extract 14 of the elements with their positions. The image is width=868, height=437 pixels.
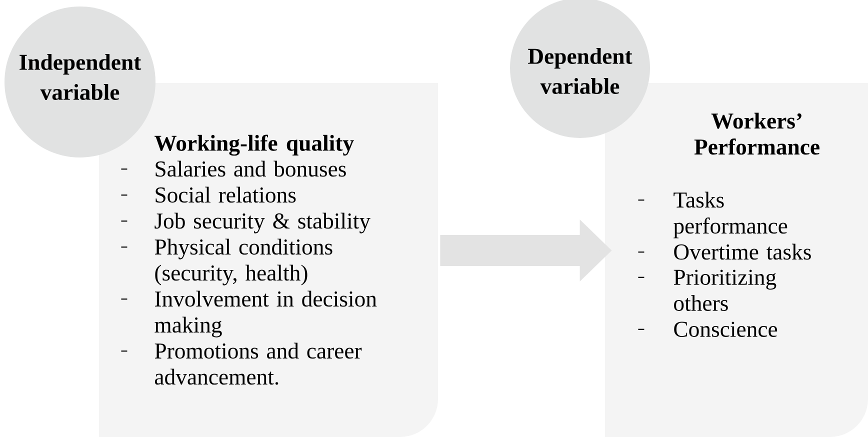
card-heading: Working-life quality	[154, 134, 354, 156]
list-item: Conscience	[638, 322, 778, 337]
list-item: Promotions and career advancement.	[121, 342, 362, 385]
list-item: Overtime tasks	[638, 244, 811, 260]
circle-label: Dependent variable	[528, 48, 632, 94]
list-item: Social relations	[121, 186, 296, 203]
list-item: Salaries and bonuses	[121, 160, 346, 177]
list-item: Job security & stability	[121, 212, 370, 234]
circle-label: Independent variable	[20, 54, 142, 100]
card-heading: Workers’ Performance	[694, 112, 820, 155]
list-item: Physical conditions (security, health)	[121, 238, 332, 286]
list-item: Involvement in decision making	[121, 290, 377, 338]
list-item: Tasks performance	[638, 192, 788, 238]
list-item: Prioritizing others	[638, 270, 776, 311]
